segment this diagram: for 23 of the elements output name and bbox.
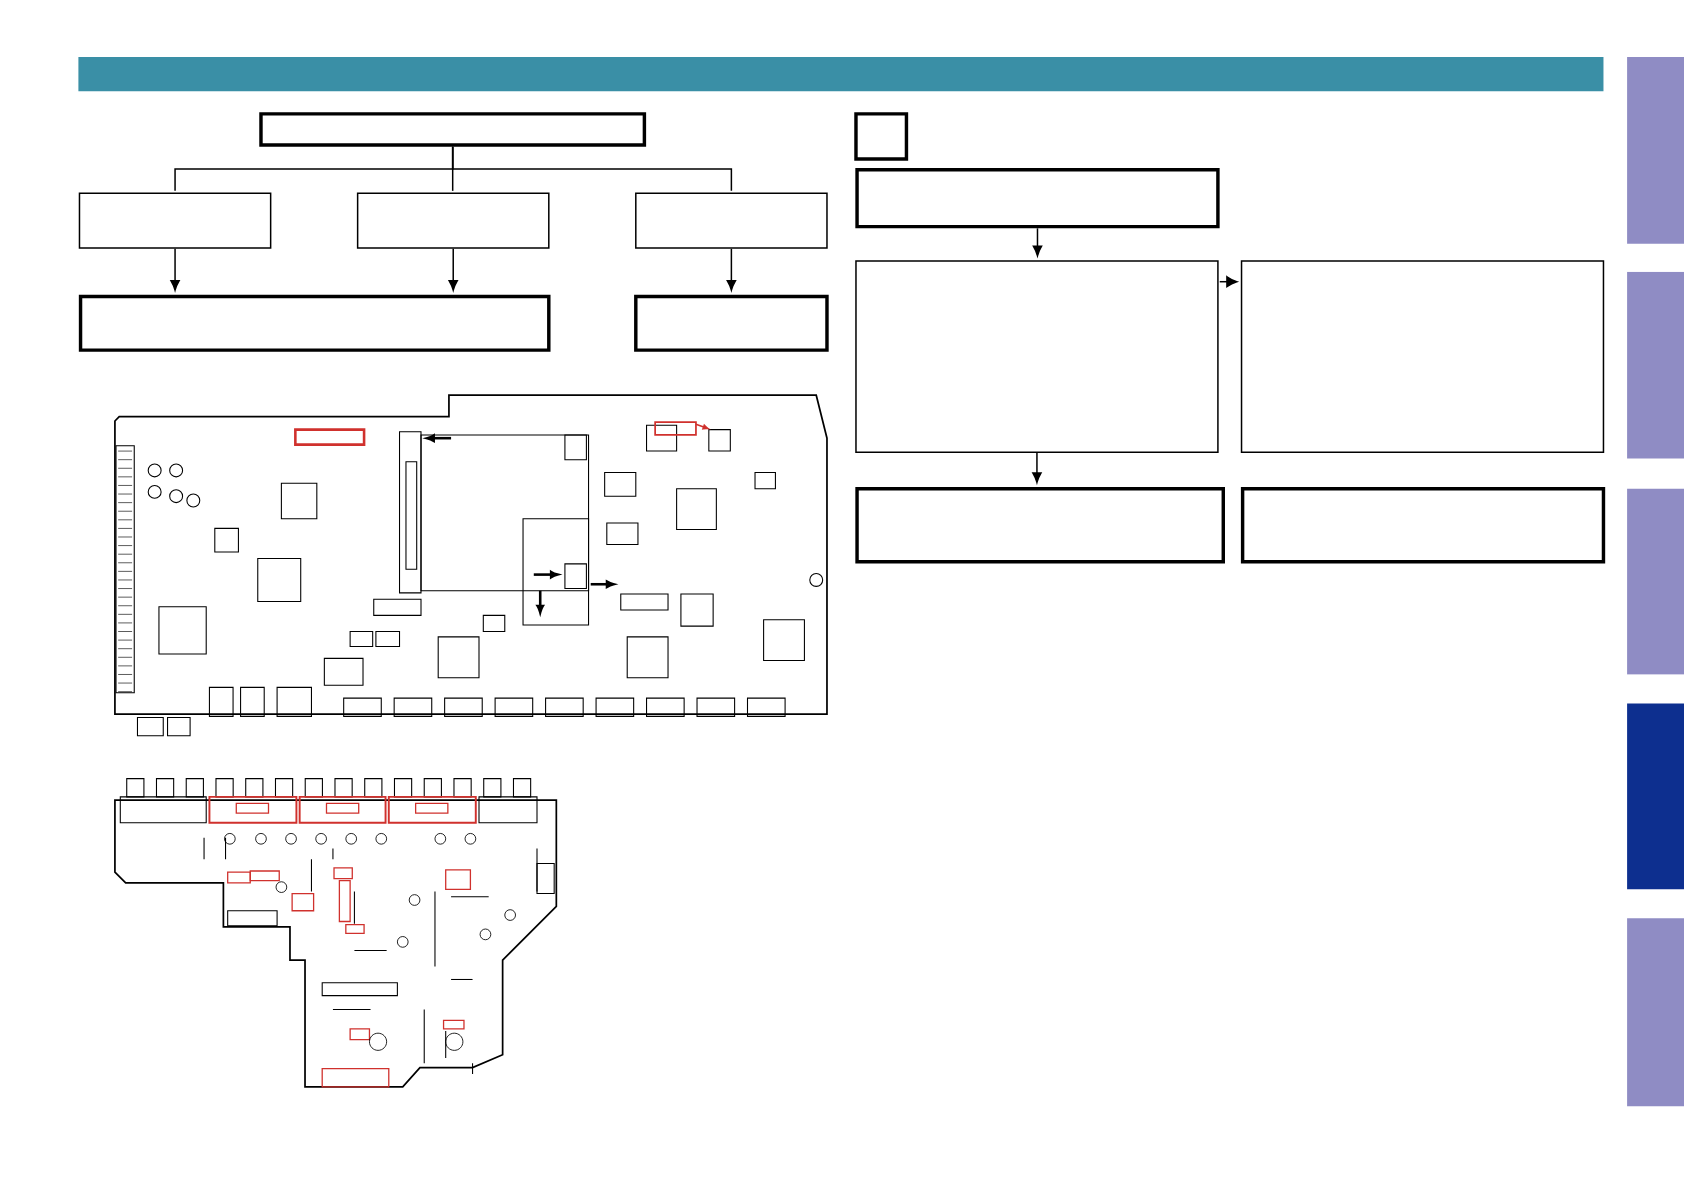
flow-box xyxy=(259,112,647,147)
flow-box xyxy=(1240,486,1606,564)
flow-box xyxy=(855,260,1219,453)
arrow xyxy=(448,248,458,291)
side-tab xyxy=(1627,703,1684,890)
flow-box xyxy=(854,112,909,161)
flow-box xyxy=(78,294,551,352)
side-tab xyxy=(1627,271,1684,459)
flow-box xyxy=(635,192,828,249)
flow-box xyxy=(634,294,829,352)
arrow xyxy=(1032,452,1042,484)
side-tab xyxy=(1627,918,1684,1107)
flow-box xyxy=(855,486,1225,564)
flow-box xyxy=(855,167,1220,229)
flow-box xyxy=(1240,260,1605,453)
arrow xyxy=(726,248,737,291)
side-tab xyxy=(1627,488,1684,675)
arrow xyxy=(170,248,180,291)
flow-box xyxy=(356,192,550,249)
side-tab xyxy=(1627,56,1684,244)
arrow xyxy=(1032,227,1043,257)
arrow xyxy=(1219,276,1238,288)
flow-box xyxy=(78,192,272,249)
